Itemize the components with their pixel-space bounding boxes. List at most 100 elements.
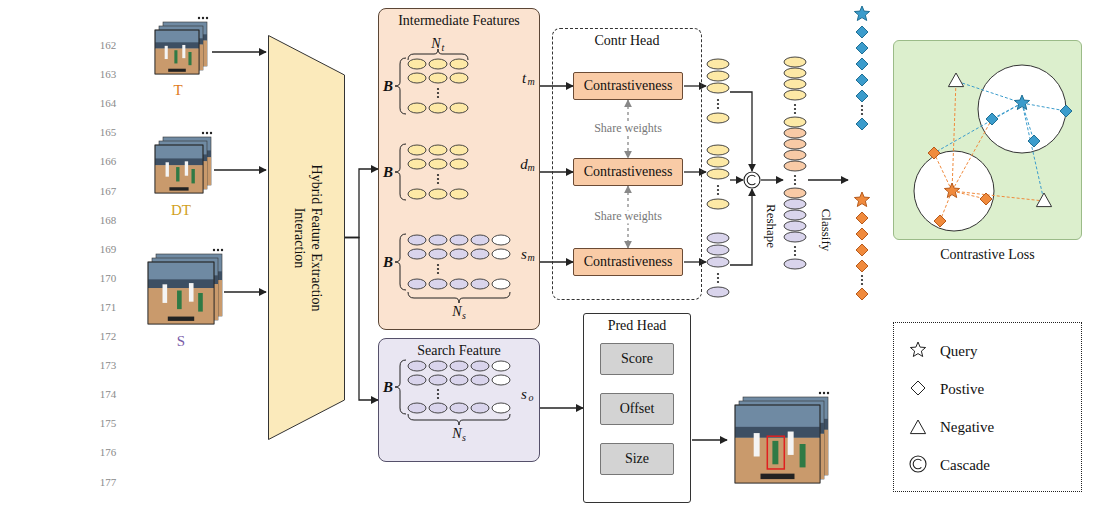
flow-arrow: [730, 189, 752, 265]
feature-token: [429, 361, 447, 371]
feature-token: [471, 403, 489, 413]
feature-token: [784, 259, 806, 269]
feature-token: [408, 73, 426, 83]
feature-token: [450, 73, 468, 83]
node-title: Contr Head: [595, 33, 660, 50]
feature-token: [429, 235, 447, 245]
feature-token: [784, 188, 806, 198]
node-title: Pred Head: [608, 318, 667, 335]
ellipsis-dot: [202, 132, 204, 134]
ellipsis-dot: [437, 174, 439, 176]
feature-token: [450, 103, 468, 113]
flow-arrow: [224, 291, 266, 292]
player: [185, 161, 188, 175]
flow-arrow: [684, 171, 706, 172]
line-number: 168: [100, 214, 117, 225]
ellipsis-dot: [437, 397, 439, 399]
negative-triangle: [948, 73, 963, 87]
player: [174, 50, 177, 63]
input-label: S: [177, 334, 185, 349]
flow-arrow: [540, 85, 573, 86]
output-box: Score: [600, 343, 674, 375]
flow-arrow: [540, 407, 583, 408]
feature-token: [784, 90, 806, 100]
positive-diamond: [1060, 105, 1072, 117]
video-frame: [148, 262, 214, 324]
positive-diamond: [928, 147, 940, 159]
flow-arrow: [214, 169, 266, 170]
ellipsis-dot: [794, 254, 796, 256]
ellipsis-dot: [794, 108, 796, 110]
feature-token: [450, 279, 468, 289]
line-number: 166: [100, 156, 117, 167]
batch-symbol: B: [383, 165, 393, 180]
similarity-line: [934, 103, 1022, 153]
ellipsis-dot: [202, 17, 204, 19]
line-number: 173: [100, 360, 117, 371]
feature-token: [450, 403, 468, 413]
legend-text: Query: [940, 344, 978, 359]
flow-arrow: [692, 439, 727, 440]
feature-token: [408, 159, 426, 169]
feature-token: [784, 221, 806, 231]
flow-arrow: [540, 171, 573, 172]
crowd: [155, 158, 203, 165]
feature-token: [784, 79, 806, 89]
line-number: 167: [100, 185, 117, 196]
legend-symbols: [910, 342, 926, 472]
positive-diamond: [856, 228, 868, 240]
legend-diamond: [911, 381, 925, 395]
token-subscript: s: [462, 433, 466, 443]
output-box: Size: [600, 443, 674, 475]
flow-arrow: [730, 179, 743, 180]
output-frames: [735, 392, 829, 483]
node-title: Search Feature: [417, 343, 501, 360]
feature-token: [471, 249, 489, 259]
player: [754, 433, 760, 456]
feature-token: [707, 71, 729, 81]
output-box: Offset: [600, 393, 674, 425]
positive-diamond: [856, 118, 868, 130]
line-number: 176: [100, 447, 117, 458]
node-title: Hybrid Feature Extraction Interaction: [290, 138, 324, 338]
feature-token: [450, 249, 468, 259]
feature-extractor: Hybrid Feature Extraction Interaction: [268, 35, 345, 440]
feature-token: [429, 159, 447, 169]
contrastive-pipeline: [684, 6, 870, 300]
ellipsis-dot: [717, 103, 719, 105]
feature-token: [707, 245, 729, 255]
flow-arrow: [730, 92, 752, 171]
ellipsis-dot: [437, 389, 439, 391]
feature-token: [784, 199, 806, 209]
player: [189, 283, 194, 302]
ellipsis-dot: [861, 275, 863, 277]
feature-token: [450, 361, 468, 371]
head-group: Contr HeadContrastivenessContrastiveness…: [552, 28, 702, 300]
feature-symbol: t: [522, 71, 526, 86]
feature-subscript: m: [527, 163, 534, 173]
node-illustration: [914, 65, 1072, 231]
feature-symbol: d: [520, 157, 528, 172]
feature-panel: Search Feature: [378, 338, 540, 462]
feature-token: [784, 150, 806, 160]
feature-token: [408, 361, 426, 371]
similarity-line: [952, 119, 992, 191]
feature-token: [784, 232, 806, 242]
box-label: Offset: [620, 401, 655, 418]
feature-subscript: m: [527, 77, 534, 87]
feature-token: [471, 235, 489, 245]
video-frame: [155, 145, 203, 193]
player: [182, 45, 185, 58]
template-frames: [155, 17, 208, 74]
legend-box: QueryPostiveNegativeCascade: [893, 322, 1082, 492]
feature-token: [429, 375, 447, 385]
batch-symbol: B: [383, 380, 393, 395]
feature-token: [492, 403, 510, 413]
player: [177, 291, 182, 310]
feature-token: [471, 375, 489, 385]
ellipsis-dot: [794, 104, 796, 106]
feature-token: [408, 403, 426, 413]
ellipsis-dot: [217, 249, 219, 251]
player: [166, 162, 169, 176]
query-star: [944, 183, 959, 198]
